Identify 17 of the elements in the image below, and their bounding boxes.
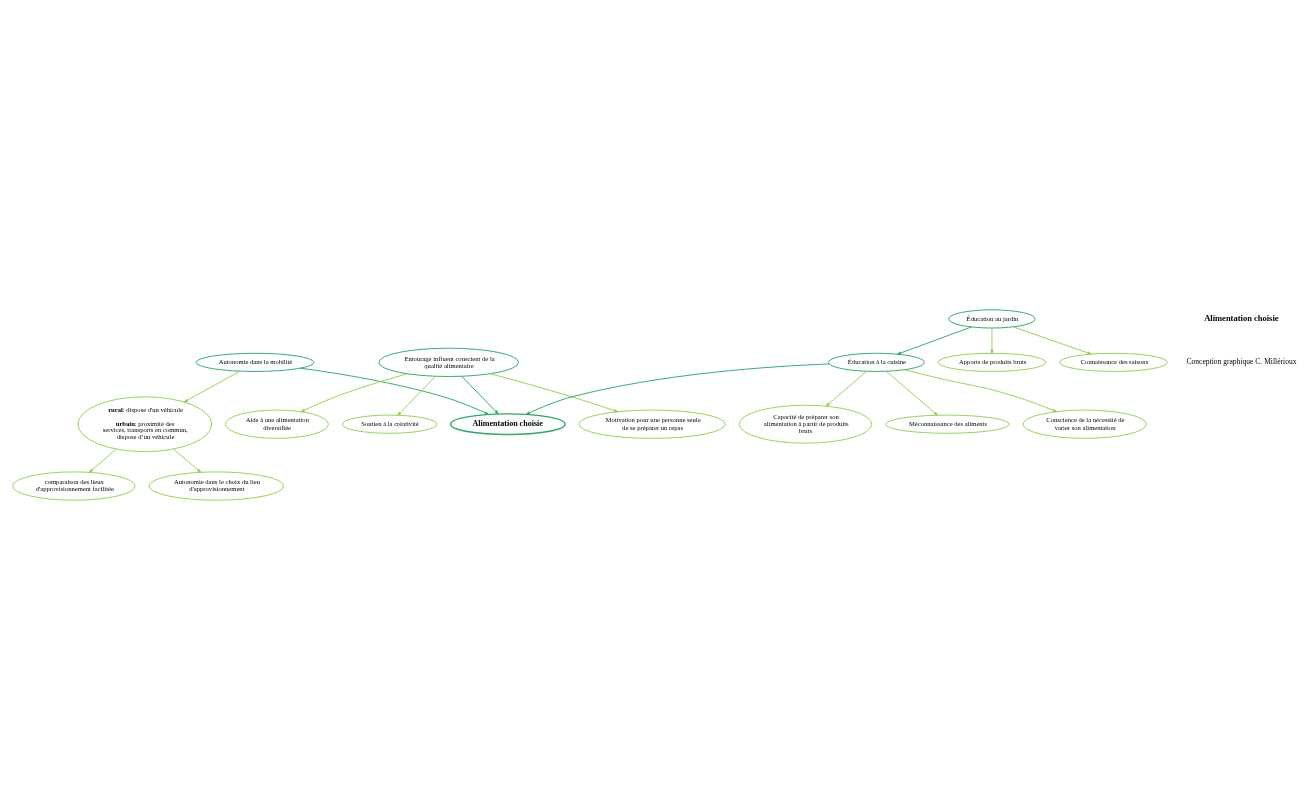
arrow <box>489 373 619 413</box>
arrow <box>990 327 994 354</box>
arrow <box>903 369 1058 413</box>
label: Conception graphique C. Millérioux <box>1186 357 1297 367</box>
arrow <box>300 367 490 415</box>
arrow <box>300 373 408 413</box>
arrow <box>525 363 830 415</box>
arrow <box>88 448 117 473</box>
arrow <box>183 370 241 403</box>
arrow <box>461 375 499 415</box>
arrow <box>397 375 437 416</box>
arrow <box>1012 326 1092 355</box>
arrow <box>825 370 868 407</box>
arrow <box>896 326 973 355</box>
label: Alimentation choisie <box>1204 312 1279 323</box>
arrow <box>173 448 202 473</box>
arrow <box>885 370 938 416</box>
